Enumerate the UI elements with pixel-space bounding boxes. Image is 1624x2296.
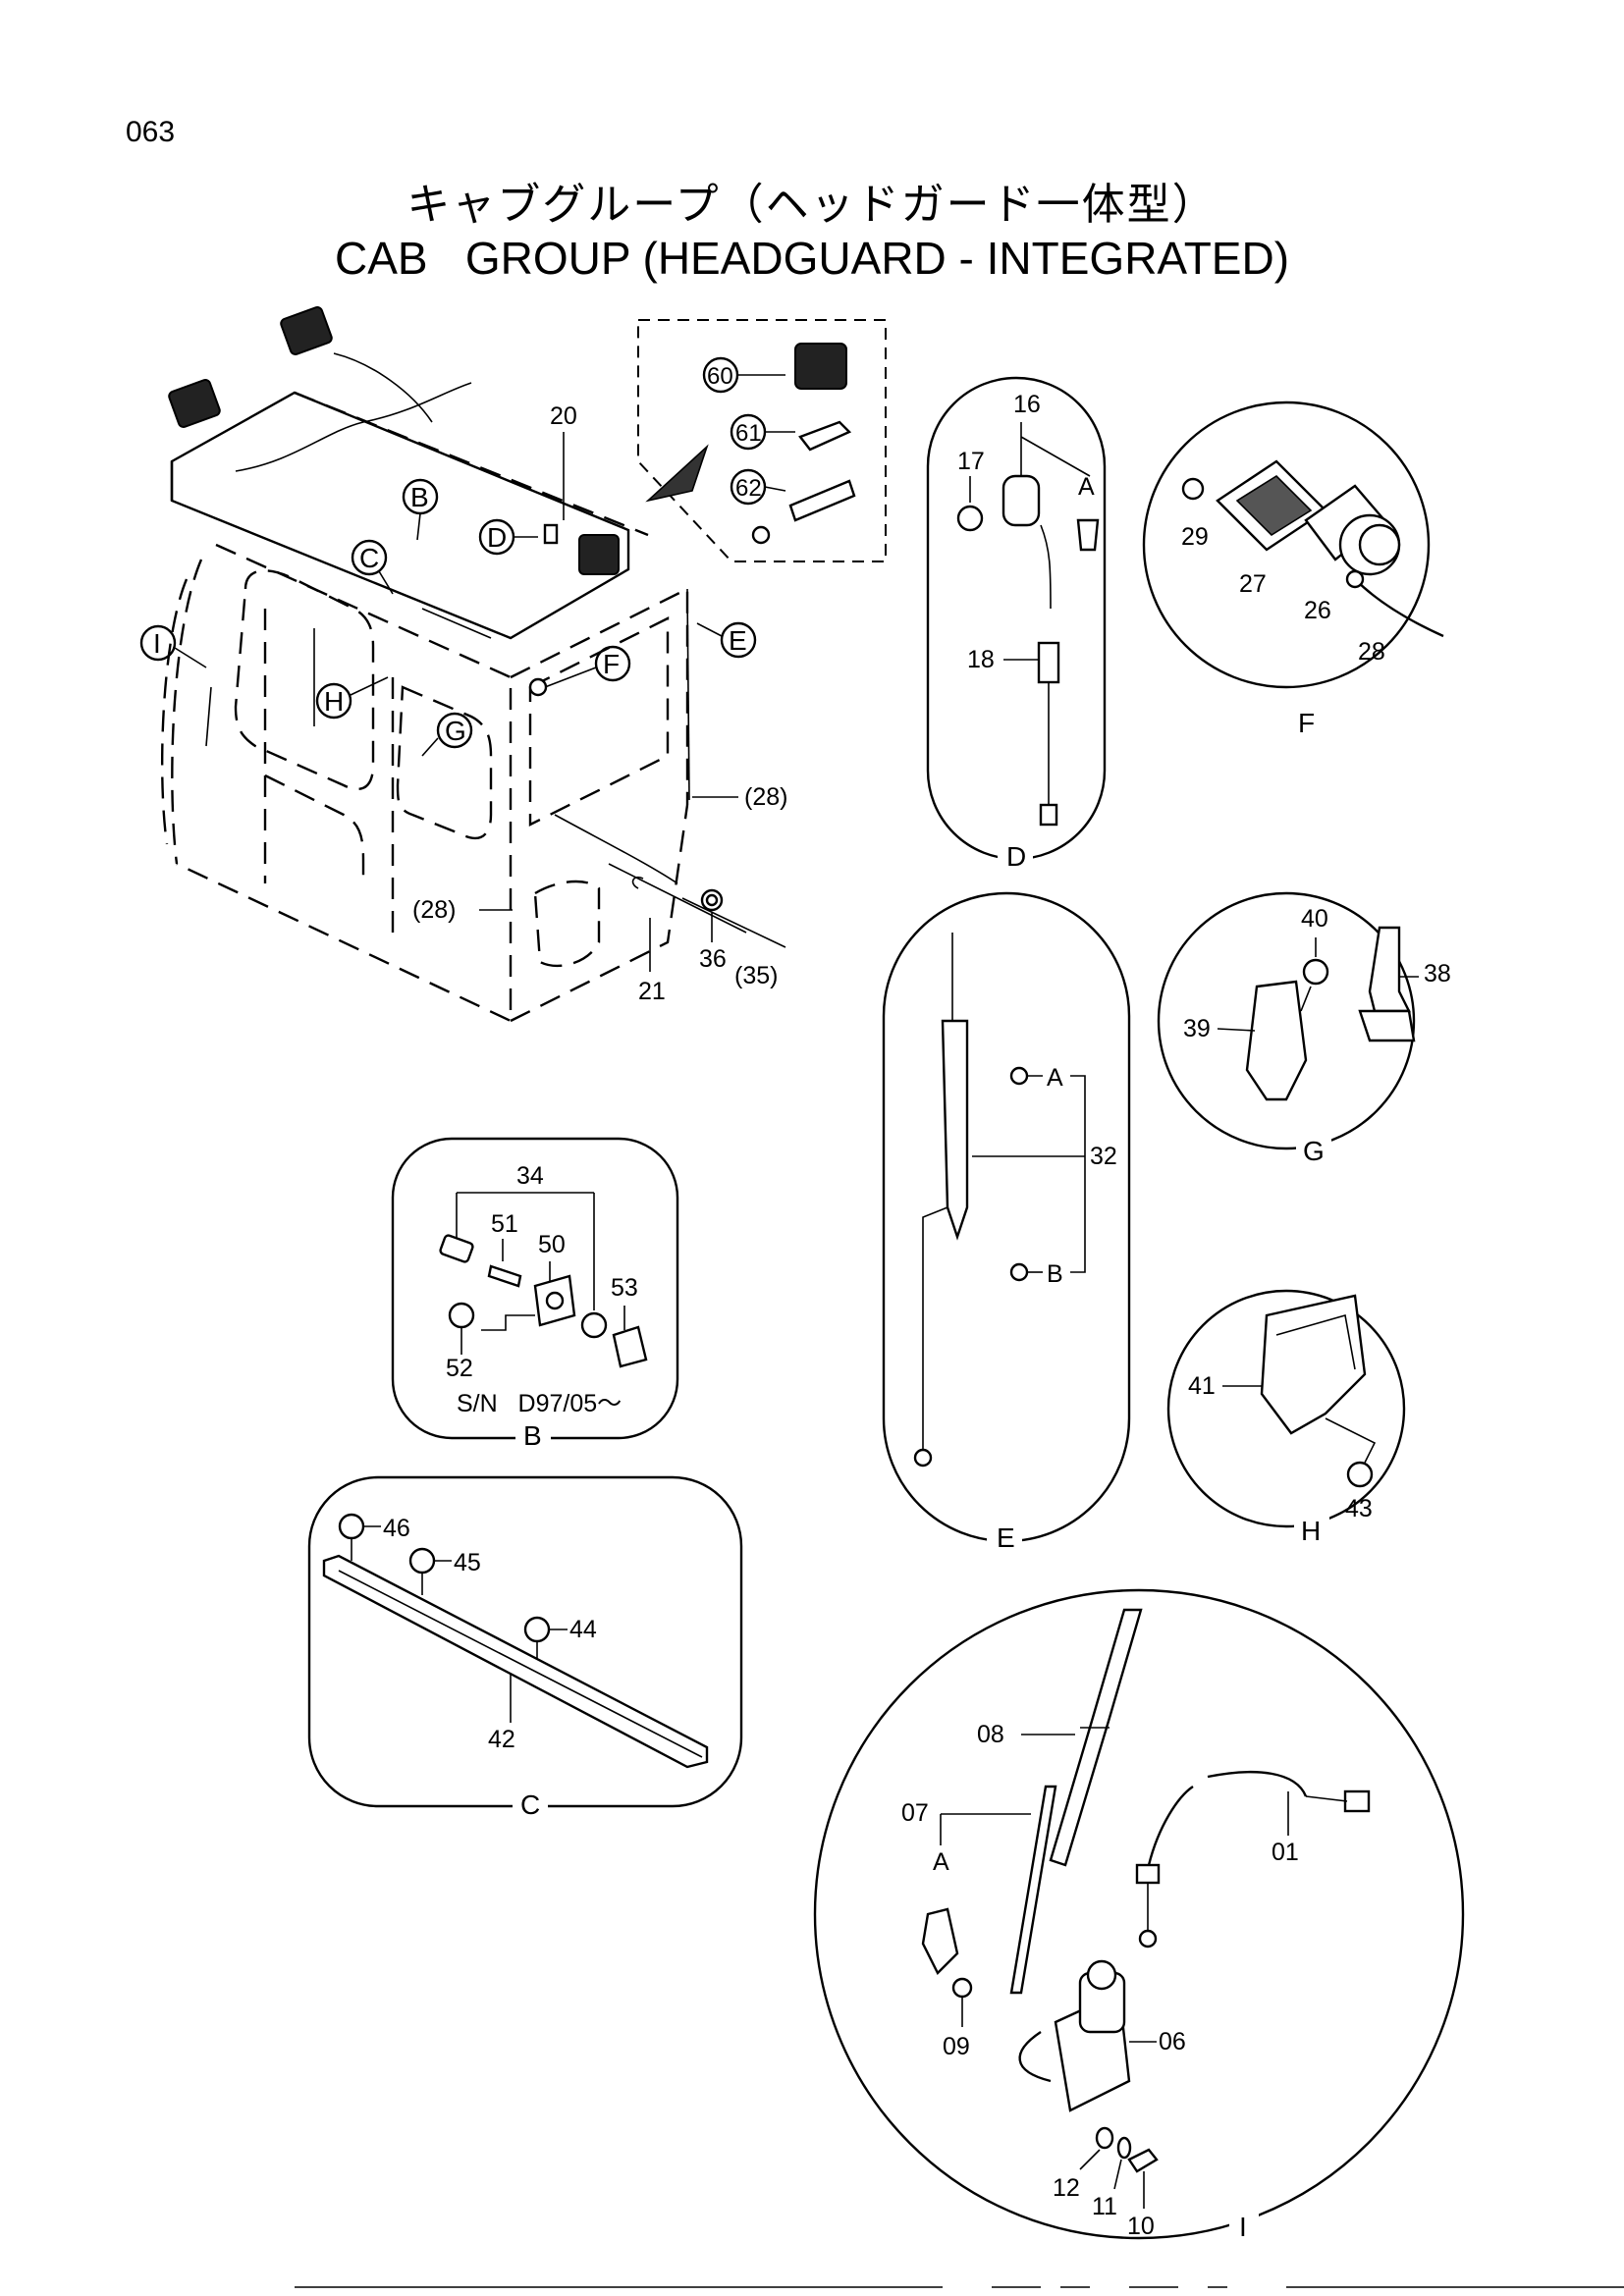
part-number: 36 <box>699 945 727 973</box>
part-number: 28 <box>1358 638 1385 666</box>
inset-top: 60 61 62 <box>637 319 887 562</box>
part-number: 62 <box>735 475 762 502</box>
part-number: A <box>1078 473 1095 501</box>
part-number: (35) <box>734 962 778 989</box>
callout-b: B <box>402 478 439 541</box>
part-number: 12 <box>1053 2174 1080 2202</box>
part-number: 34 <box>516 1162 544 1190</box>
part-number: 50 <box>538 1231 566 1258</box>
detail-letter: F <box>1298 708 1315 738</box>
callout-letter: I <box>153 628 161 659</box>
detail-letter: C <box>520 1789 540 1820</box>
part-number: A <box>933 1848 949 1876</box>
part-number: 42 <box>488 1726 515 1753</box>
detail-letter: E <box>997 1522 1015 1553</box>
part-number: (28) <box>412 896 456 924</box>
callout-f: F <box>528 645 631 697</box>
title-japanese: キャブグループ（ヘッドガード一体型） <box>406 180 1218 230</box>
detail-g: G 40 38 39 <box>1157 891 1451 1166</box>
callout-e: E <box>696 621 757 659</box>
serial-range: S/N D97/05～ <box>457 1390 622 1417</box>
part-number: A <box>1047 1064 1063 1092</box>
part-number: 39 <box>1183 1015 1211 1042</box>
callout-letter: E <box>729 625 747 656</box>
callout-letter: F <box>603 649 620 679</box>
part-number: (28) <box>744 783 787 811</box>
part-number: 16 <box>1013 391 1041 418</box>
work-lamp-icon <box>578 534 620 575</box>
part-number: 11 <box>1092 2193 1117 2220</box>
part-number: 18 <box>967 646 995 673</box>
detail-h: H 41 43 <box>1166 1289 1406 1546</box>
part-number: 53 <box>611 1274 638 1302</box>
part-number: 20 <box>550 402 577 430</box>
part-number: 51 <box>491 1210 518 1238</box>
part-number: 44 <box>569 1616 597 1643</box>
part-number: 46 <box>383 1515 410 1542</box>
detail-letter: I <box>1239 2212 1247 2242</box>
part-number: 60 <box>707 363 733 390</box>
detail-letter: H <box>1301 1516 1321 1546</box>
part-number: 06 <box>1159 2028 1186 2056</box>
page-number: 063 <box>126 116 176 148</box>
detail-letter: G <box>1303 1136 1325 1166</box>
callout-letter: H <box>324 686 344 717</box>
callout-letter: B <box>410 482 429 512</box>
lamp-icon <box>794 343 847 390</box>
part-number: 26 <box>1304 597 1331 624</box>
part-number: 08 <box>977 1721 1004 1748</box>
part-number: B <box>1047 1260 1063 1288</box>
part-number: 41 <box>1188 1372 1216 1400</box>
part-number: 38 <box>1424 960 1451 988</box>
detail-d: D 16 17 A 18 <box>926 376 1107 872</box>
work-lamp-icon <box>168 379 221 428</box>
main-cab-view: B C D E F G H I 20 <box>139 306 787 1023</box>
part-number: 45 <box>454 1549 481 1576</box>
detail-c: C 46 45 44 42 <box>307 1475 743 1820</box>
callout-i: I <box>139 624 207 668</box>
detail-i: I 08 07 A 01 06 09 12 <box>813 1588 1465 2243</box>
part-number: 07 <box>901 1799 929 1827</box>
callout-letter: D <box>487 522 507 553</box>
title-english: CAB GROUP (HEADGUARD - INTEGRATED) <box>334 233 1290 284</box>
detail-letter: D <box>1006 841 1026 872</box>
part-number: 29 <box>1181 523 1209 551</box>
part-number: 21 <box>638 978 666 1005</box>
part-number: 17 <box>957 448 985 475</box>
part-number: 01 <box>1272 1839 1299 1866</box>
callout-c: C <box>351 539 394 595</box>
detail-letter: B <box>523 1420 542 1451</box>
part-number: 43 <box>1345 1495 1373 1522</box>
callout-d: D <box>478 518 559 556</box>
part-number: 10 <box>1127 2213 1155 2240</box>
part-number: 09 <box>943 2033 970 2060</box>
callout-letter: G <box>445 716 466 746</box>
part-number: 32 <box>1090 1143 1117 1170</box>
work-lamp-icon <box>280 306 333 355</box>
detail-f: F 29 27 26 28 <box>1142 400 1444 738</box>
callout-h: H <box>315 676 389 720</box>
part-number: 52 <box>446 1355 473 1382</box>
detail-e: E A B 32 <box>882 891 1131 1553</box>
callout-g: G <box>421 712 473 757</box>
callout-letter: C <box>359 543 379 573</box>
detail-b: B 34 51 50 53 52 S/N D97/05～ <box>391 1137 679 1451</box>
part-number: 61 <box>735 420 762 447</box>
part-number: 27 <box>1239 570 1267 598</box>
part-number: 40 <box>1301 905 1328 933</box>
